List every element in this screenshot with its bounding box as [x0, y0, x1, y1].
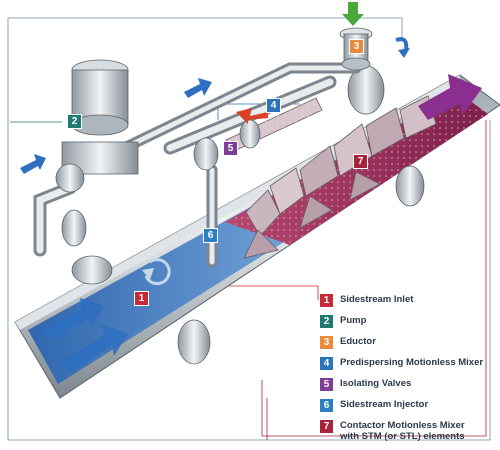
legend-label: Sidestream Injector: [340, 399, 429, 410]
legend-badge: 7: [320, 420, 333, 433]
legend-label: Sidestream Inlet: [340, 294, 414, 305]
legend-label: Contactor Motionless Mixer: [340, 420, 465, 431]
rotation-arrow-icon: [142, 258, 171, 286]
rotation-arrow-icon: [395, 37, 409, 51]
legend-item-sidestream-inlet: 1 Sidestream Inlet: [320, 294, 413, 310]
callout-sidestream-inlet: 1: [134, 291, 149, 306]
flow-arrow-icon: [60, 324, 128, 372]
legend-label: Eductor: [340, 336, 376, 347]
callout-isolating-valves: 5: [223, 141, 238, 156]
flow-arrow-icon: [418, 74, 482, 120]
legend-badge: 2: [320, 315, 333, 328]
legend-badge: 4: [320, 357, 333, 370]
legend-label-line2: with STM (or STL) elements: [340, 431, 465, 442]
legend-item-pump: 2 Pump: [320, 315, 366, 331]
callout-contactor-mixer: 7: [353, 154, 368, 169]
flow-arrow-icon: [42, 298, 104, 340]
flow-arrow-icon: [184, 78, 212, 98]
legend-item-sidestream-injector: 6 Sidestream Injector: [320, 399, 428, 415]
legend-label: Predispersing Motionless Mixer: [340, 357, 484, 368]
down-arrow-icon: [342, 2, 364, 26]
flow-arrow-icon: [20, 154, 46, 174]
legend-item-predispersing-mixer: 4 Predispersing Motionless Mixer: [320, 357, 483, 373]
legend-badge: 6: [320, 399, 333, 412]
legend-badge: 3: [320, 336, 333, 349]
legend-label-block: Contactor Motionless Mixer with STM (or …: [340, 420, 465, 442]
isolating-valves: [61, 119, 261, 247]
callout-pump: 2: [67, 114, 82, 129]
main-pipe-flanges: [71, 65, 425, 365]
callout-sidestream-injector: 6: [203, 228, 218, 243]
eductor: [339, 27, 373, 71]
legend-label: Isolating Valves: [340, 378, 412, 389]
legend-badge: 5: [320, 378, 333, 391]
callout-eductor: 3: [349, 39, 364, 54]
flow-arrows: [20, 2, 482, 372]
legend-item-isolating-valves: 5 Isolating Valves: [320, 378, 411, 394]
flow-arrow-icon: [236, 108, 268, 124]
callout-predispersing-mixer: 4: [266, 98, 281, 113]
legend-label: Pump: [340, 315, 367, 326]
contactor-mixer-elements: [243, 95, 437, 259]
legend-item-contactor-mixer: 7 Contactor Motionless Mixer with STM (o…: [320, 420, 465, 448]
legend-badge: 1: [320, 294, 333, 307]
legend-item-eductor: 3 Eductor: [320, 336, 376, 352]
